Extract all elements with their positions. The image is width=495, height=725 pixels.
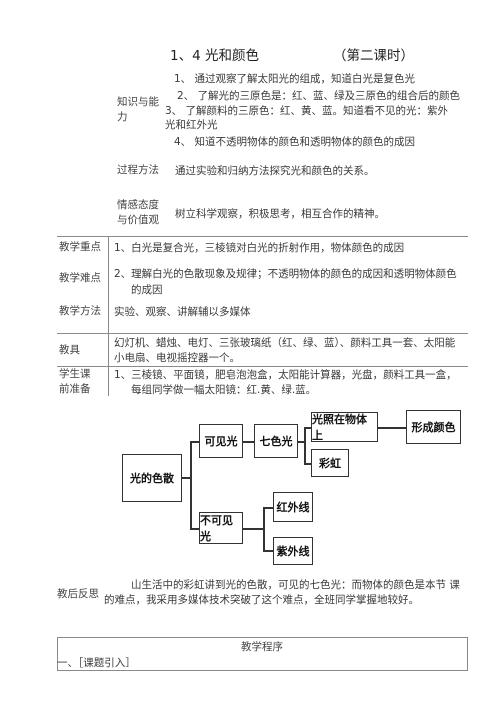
tools-text-2: 小电扇、电视摇控器一个。 — [114, 352, 240, 364]
attitude-label: 情感态度 与价值观 — [117, 198, 159, 228]
node-form-color: 形成颜色 — [406, 410, 461, 444]
connector — [304, 427, 311, 429]
procedure-title: 教学程序 — [241, 641, 283, 653]
node-infrared: 红外线 — [273, 492, 313, 522]
prep-label: 学生课 前准备 — [59, 367, 91, 397]
method-text: 实验、观察、讲解辅以多媒体 — [114, 306, 251, 318]
reflection-label: 教后反思 — [57, 588, 99, 600]
difficulty-label: 教学难点 — [59, 272, 101, 284]
connector — [190, 441, 192, 529]
reflection-text-1: 山生活中的彩虹讲到光的色散，可见的七色光：而物体的颜色是本节 课 — [131, 579, 460, 591]
procedure-bottom-line — [57, 670, 468, 671]
connector — [190, 441, 199, 443]
node-rainbow: 彩虹 — [311, 449, 349, 477]
prep-text-2: 每组同学做一幅太阳镜：红.黄、绿.蓝。 — [131, 384, 317, 396]
method-label: 教学方法 — [59, 305, 101, 317]
connector — [263, 507, 265, 551]
concept-diagram: 光的色散 可见光 七色光 光照在物体上 形成颜色 彩虹 不可见光 红外线 紫外线 — [120, 404, 465, 579]
attitude-text: 树立科学观察，积极思考，相互合作的精神。 — [175, 208, 385, 220]
connector — [182, 477, 190, 479]
node-visible-light: 可见光 — [199, 424, 243, 458]
table-top-line — [57, 236, 468, 237]
knowledge-label-line2: 力 — [117, 111, 128, 123]
node-ultraviolet: 紫外线 — [273, 537, 313, 565]
connector — [243, 441, 254, 443]
prep-label-line2: 前准备 — [59, 383, 91, 395]
connector — [304, 427, 306, 464]
objective-3b: 光和红外光 — [165, 119, 218, 131]
knowledge-label: 知识与能 力 — [117, 95, 159, 125]
connector — [263, 507, 273, 509]
knowledge-label-line1: 知识与能 — [117, 96, 159, 108]
table-col-divider — [108, 236, 109, 396]
objective-4: 4、 知道不透明物体的颜色和透明物体的颜色的成因 — [174, 136, 416, 148]
procedure-top-line — [57, 637, 468, 638]
process-text: 通过实验和归纳方法探究光和颜色的关系。 — [175, 165, 375, 177]
lesson-title: 1、4 光和颜色 — [170, 48, 259, 64]
connector — [298, 441, 304, 443]
connector — [263, 550, 273, 552]
attitude-label-line2: 与价值观 — [117, 214, 159, 226]
procedure-left-line — [57, 637, 58, 671]
prep-label-line1: 学生课 — [59, 368, 91, 380]
lesson-subtitle: （第二课时） — [333, 48, 414, 64]
procedure-step-1: 一、［课题引入］ — [57, 657, 136, 669]
tools-text-1: 幻灯机、蜡烛、电灯、三张玻璃纸（红、绿、蓝）、颜料工具一套、太阳能 — [114, 337, 456, 349]
tools-label: 教具 — [59, 344, 80, 356]
process-label: 过程方法 — [117, 164, 159, 176]
attitude-label-line1: 情感态度 — [117, 199, 159, 211]
connector — [243, 528, 263, 530]
difficulty-text-2: 的成因 — [131, 284, 163, 296]
objective-3a: 3、 了解颜料的三原色：红、黄、蓝。知道看不见的光：紫外 — [165, 105, 449, 117]
table-line-prep — [57, 366, 468, 367]
key-points-label: 教学重点 — [59, 241, 101, 253]
connector — [190, 528, 199, 530]
key-points-text: 1、白光是复合光，三棱镜对白光的折射作用，物体颜色的成因 — [114, 242, 405, 254]
node-seven-colors: 七色光 — [254, 424, 298, 458]
node-dispersion: 光的色散 — [122, 454, 182, 502]
connector — [378, 427, 406, 429]
node-light-on-object: 光照在物体上 — [311, 412, 378, 442]
procedure-right-line — [467, 637, 468, 671]
objective-1: 1、 通过观察了解太阳光的组成，知道白光是复色光 — [174, 73, 416, 85]
objective-2: 2、 了解光的三原色是：红、蓝、绿及三原色的组合后的颜色 — [177, 90, 461, 102]
reflection-text-2: 的难点，我采用多媒体技术突破了这个难点，全班同学掌握地较好。 — [104, 594, 419, 606]
node-invisible-light: 不可见光 — [199, 512, 243, 544]
connector — [304, 463, 311, 465]
prep-text-1: 1、三棱镜、平面镜，肥皂泡泡盒，太阳能计算器，光盘，颜料工具一盒， — [114, 369, 457, 381]
table-line-tools — [57, 333, 468, 334]
difficulty-text-1: 2、理解白光的色散现象及规律；不透明物体的颜色的成因和透明物体颜色 — [114, 268, 457, 280]
